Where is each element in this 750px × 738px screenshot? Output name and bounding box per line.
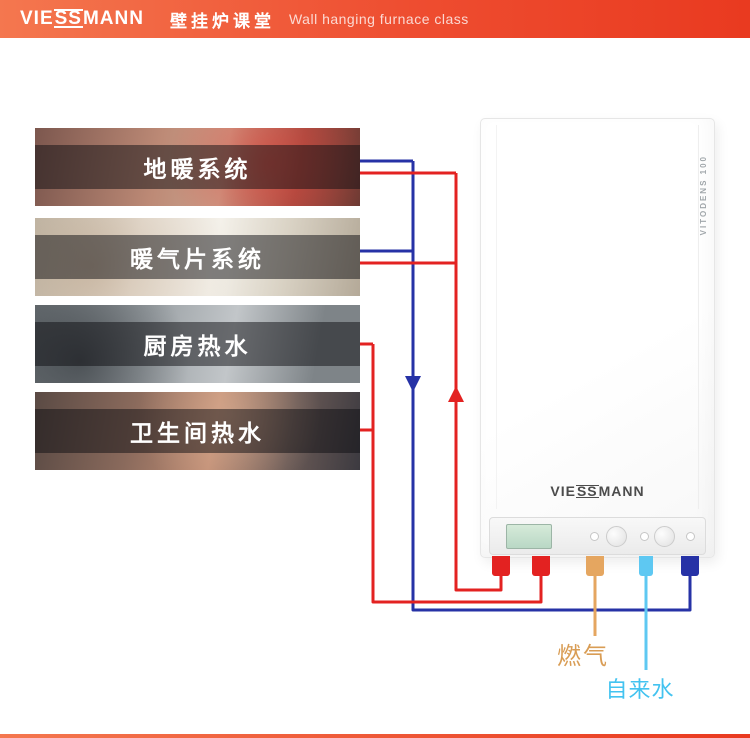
lcd-display xyxy=(506,524,552,549)
logo-prefix: VIE xyxy=(20,8,54,29)
stub-hot-water-outlet xyxy=(532,556,550,576)
system-label: 暖气片系统 xyxy=(130,246,265,272)
page-title-cn: 壁挂炉课堂 xyxy=(169,11,275,31)
system-label: 卫生间热水 xyxy=(130,420,265,446)
panel-button xyxy=(640,532,649,541)
system-label: 地暖系统 xyxy=(143,156,252,182)
label-band: 卫生间热水 xyxy=(35,409,360,453)
brand-double-s: SS xyxy=(575,483,599,499)
system-block-radiator: 暖气片系统 xyxy=(35,218,360,296)
gas-label: 燃气 xyxy=(557,643,609,670)
boiler-seam xyxy=(496,125,497,509)
flow-up-arrow-icon xyxy=(448,386,464,402)
brand-suffix: MANN xyxy=(598,483,645,499)
system-label: 厨房热水 xyxy=(143,333,252,359)
viessmann-logo: VIESSMANN xyxy=(20,8,144,30)
system-block-kitchen-hot-water: 厨房热水 xyxy=(35,305,360,383)
header: VIESSMANN 壁挂炉课堂 Wall hanging furnace cla… xyxy=(0,0,750,38)
stub-heating-return xyxy=(681,556,699,576)
logo-suffix: MANN xyxy=(82,8,144,29)
boiler-unit: VITODENS 100 VIESSMANN xyxy=(480,118,715,558)
label-band: 厨房热水 xyxy=(35,322,360,366)
system-block-bathroom-hot-water: 卫生间热水 xyxy=(35,392,360,470)
temperature-knob xyxy=(606,526,627,547)
panel-button xyxy=(686,532,695,541)
mode-knob xyxy=(654,526,675,547)
label-band: 地暖系统 xyxy=(35,145,360,189)
flow-down-arrow-icon xyxy=(405,376,421,392)
boiler-model-label: VITODENS 100 xyxy=(699,155,708,236)
brand-prefix: VIE xyxy=(550,483,576,499)
boiler-seam xyxy=(698,125,699,509)
system-block-floor-heating: 地暖系统 xyxy=(35,128,360,206)
logo-double-s: SS xyxy=(53,8,83,29)
label-band: 暖气片系统 xyxy=(35,235,360,279)
boiler-control-panel xyxy=(489,517,706,555)
page-title-en: Wall hanging furnace class xyxy=(288,11,469,27)
panel-button xyxy=(590,532,599,541)
stub-tap-water-inlet xyxy=(639,556,653,576)
stub-heating-supply xyxy=(492,556,510,576)
stub-gas-inlet xyxy=(586,556,604,576)
boiler-brand-logo: VIESSMANN xyxy=(481,483,714,499)
bottom-accent-bar xyxy=(0,734,750,738)
tap-water-label: 自来水 xyxy=(605,677,675,702)
